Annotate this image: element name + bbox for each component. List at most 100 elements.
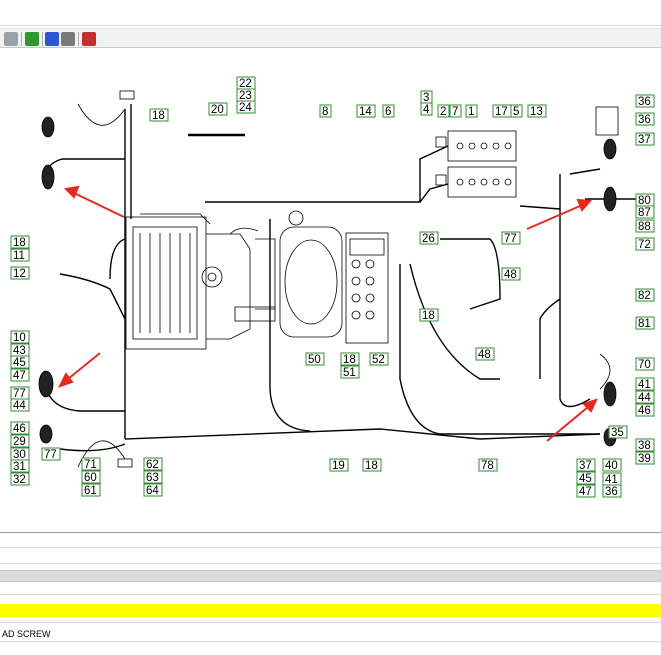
callout-31[interactable]: 31 [10, 459, 30, 473]
erase-icon[interactable] [61, 32, 75, 46]
callout-43[interactable]: 43 [10, 343, 30, 357]
callout-label: 7 [452, 106, 458, 118]
callout-label: 88 [638, 221, 651, 233]
callout-12[interactable]: 12 [10, 266, 30, 280]
zoom-icon[interactable] [45, 32, 59, 46]
callout-18[interactable]: 18 [149, 108, 169, 122]
callout-50[interactable]: 50 [305, 352, 325, 366]
callout-63[interactable]: 63 [143, 470, 163, 484]
callout-23[interactable]: 23 [236, 88, 256, 102]
callout-77[interactable]: 77 [10, 386, 30, 400]
callout-30[interactable]: 30 [10, 447, 30, 461]
callout-61[interactable]: 61 [81, 483, 101, 497]
callout-36[interactable]: 36 [602, 484, 622, 498]
callout-5[interactable]: 5 [510, 104, 523, 118]
callout-80[interactable]: 80 [635, 193, 655, 207]
callout-64[interactable]: 64 [143, 483, 163, 497]
callout-47[interactable]: 47 [10, 368, 30, 382]
callout-44[interactable]: 44 [635, 390, 655, 404]
callout-label: 12 [13, 268, 26, 280]
callout-10[interactable]: 10 [10, 330, 30, 344]
callout-label: 44 [638, 392, 651, 404]
parts-list-selected-row[interactable] [0, 604, 661, 617]
callout-60[interactable]: 60 [81, 470, 101, 484]
callout-38[interactable]: 38 [635, 438, 655, 452]
callout-78[interactable]: 78 [478, 458, 498, 472]
instrument-panel [345, 232, 389, 344]
harness [44, 104, 640, 452]
callout-48[interactable]: 48 [501, 267, 521, 281]
callout-26[interactable]: 26 [419, 231, 439, 245]
callout-46[interactable]: 46 [10, 421, 30, 435]
callout-47[interactable]: 47 [576, 484, 596, 498]
callout-88[interactable]: 88 [635, 219, 655, 233]
parts-list-row[interactable]: AD SCREW [0, 628, 661, 640]
callout-35[interactable]: 35 [608, 425, 628, 439]
callout-41[interactable]: 41 [602, 472, 622, 486]
part-description: AD SCREW [2, 629, 51, 639]
callout-82[interactable]: 82 [635, 288, 655, 302]
callout-label: 77 [504, 233, 517, 245]
callout-51[interactable]: 51 [340, 365, 360, 379]
callout-45[interactable]: 45 [10, 355, 30, 369]
callout-32[interactable]: 32 [10, 472, 30, 486]
callout-label: 35 [611, 427, 624, 439]
callout-45[interactable]: 45 [576, 471, 596, 485]
callout-36[interactable]: 36 [635, 94, 655, 108]
callout-label: 36 [605, 486, 618, 498]
callout-3[interactable]: 3 [420, 90, 433, 104]
callout-52[interactable]: 52 [369, 352, 389, 366]
callout-41[interactable]: 41 [635, 377, 655, 391]
callout-7[interactable]: 7 [449, 104, 462, 118]
callout-70[interactable]: 70 [635, 357, 655, 371]
callout-6[interactable]: 6 [382, 104, 395, 118]
callout-87[interactable]: 87 [635, 205, 655, 219]
callout-40[interactable]: 40 [602, 458, 622, 472]
callout-label: 14 [359, 106, 372, 118]
callout-24[interactable]: 24 [236, 100, 256, 114]
callout-11[interactable]: 11 [10, 248, 30, 262]
callout-18[interactable]: 18 [10, 235, 30, 249]
callout-label: 81 [638, 318, 651, 330]
callout-71[interactable]: 71 [81, 457, 101, 471]
callout-36[interactable]: 36 [635, 112, 655, 126]
save-icon[interactable] [25, 32, 39, 46]
callout-13[interactable]: 13 [527, 104, 547, 118]
callout-37[interactable]: 37 [635, 132, 655, 146]
callout-label: 82 [638, 290, 651, 302]
callout-1[interactable]: 1 [465, 104, 478, 118]
callout-label: 45 [579, 473, 592, 485]
callout-22[interactable]: 22 [236, 76, 256, 90]
callout-4[interactable]: 4 [420, 102, 433, 116]
callout-18[interactable]: 18 [340, 352, 360, 366]
parts-list-border [0, 641, 661, 642]
callout-81[interactable]: 81 [635, 316, 655, 330]
callout-20[interactable]: 20 [208, 102, 228, 116]
book-icon[interactable] [82, 32, 96, 46]
callout-label: 52 [372, 354, 385, 366]
callout-19[interactable]: 19 [329, 458, 349, 472]
callout-17[interactable]: 17 [492, 104, 512, 118]
callout-37[interactable]: 37 [576, 458, 596, 472]
callout-77[interactable]: 77 [501, 231, 521, 245]
callout-39[interactable]: 39 [635, 451, 655, 465]
callout-62[interactable]: 62 [143, 457, 163, 471]
callout-72[interactable]: 72 [635, 237, 655, 251]
callout-46[interactable]: 46 [635, 403, 655, 417]
callout-44[interactable]: 44 [10, 398, 30, 412]
callout-label: 26 [422, 233, 435, 245]
callout-8[interactable]: 8 [319, 104, 332, 118]
callout-18[interactable]: 18 [419, 308, 439, 322]
red-arrows [58, 185, 598, 442]
print-icon[interactable] [4, 32, 18, 46]
callout-14[interactable]: 14 [356, 104, 376, 118]
callout-label: 6 [385, 106, 391, 118]
callout-2[interactable]: 2 [437, 104, 450, 118]
callout-label: 13 [530, 106, 543, 118]
callout-48[interactable]: 48 [475, 347, 495, 361]
callout-label: 10 [13, 332, 26, 344]
callout-18[interactable]: 18 [362, 458, 382, 472]
callout-77[interactable]: 77 [41, 447, 61, 461]
callout-29[interactable]: 29 [10, 434, 30, 448]
